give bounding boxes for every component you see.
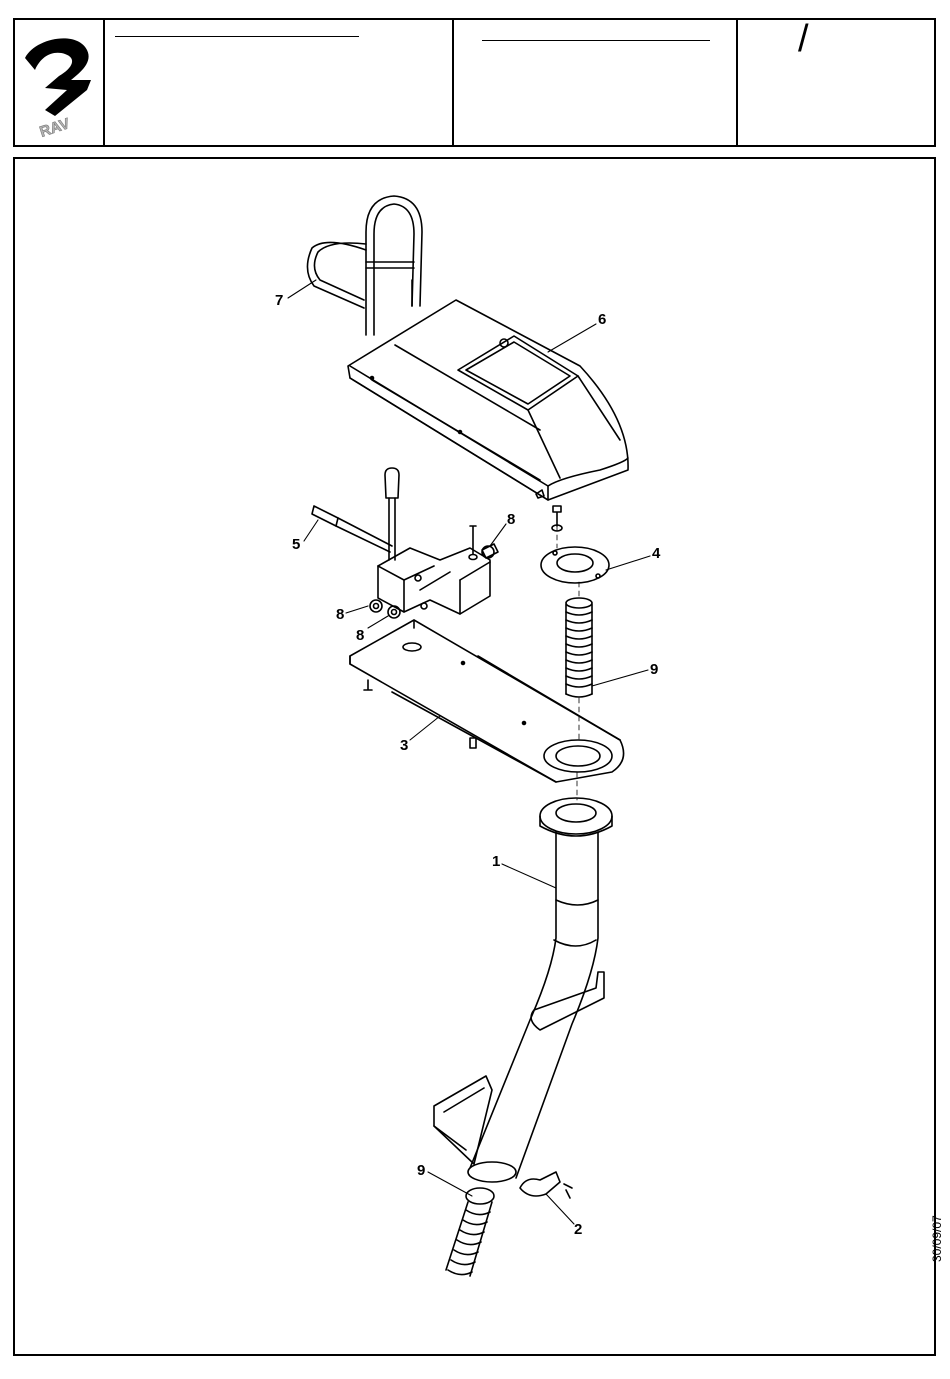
callout-8: 8: [356, 627, 364, 644]
callout-8: 8: [336, 606, 344, 623]
part-9-bellows-upper: [566, 598, 592, 697]
callout-5: 5: [292, 536, 300, 553]
part-1-column: [434, 798, 612, 1182]
part-9-bellows-lower: [446, 1188, 494, 1276]
part-5-lever: [312, 468, 399, 560]
callout-3: 3: [400, 737, 408, 754]
callout-2: 2: [574, 1221, 582, 1238]
revision-date: 30/09/07: [930, 1215, 944, 1262]
callout-labels: 7 6 8 5 4 8 8 9 3 1 9 2: [275, 292, 661, 1238]
part-3-plate: [350, 620, 624, 782]
callout-6: 6: [598, 311, 606, 328]
callout-9: 9: [650, 661, 658, 678]
callout-1: 1: [492, 853, 500, 870]
leader-lines: [288, 280, 650, 1224]
callout-4: 4: [652, 545, 661, 562]
part-7-handle: [307, 196, 422, 335]
valve-block: [378, 544, 498, 614]
part-4-ring: [541, 547, 609, 583]
callout-7: 7: [275, 292, 283, 309]
callout-9: 9: [417, 1162, 425, 1179]
callout-8: 8: [507, 511, 515, 528]
